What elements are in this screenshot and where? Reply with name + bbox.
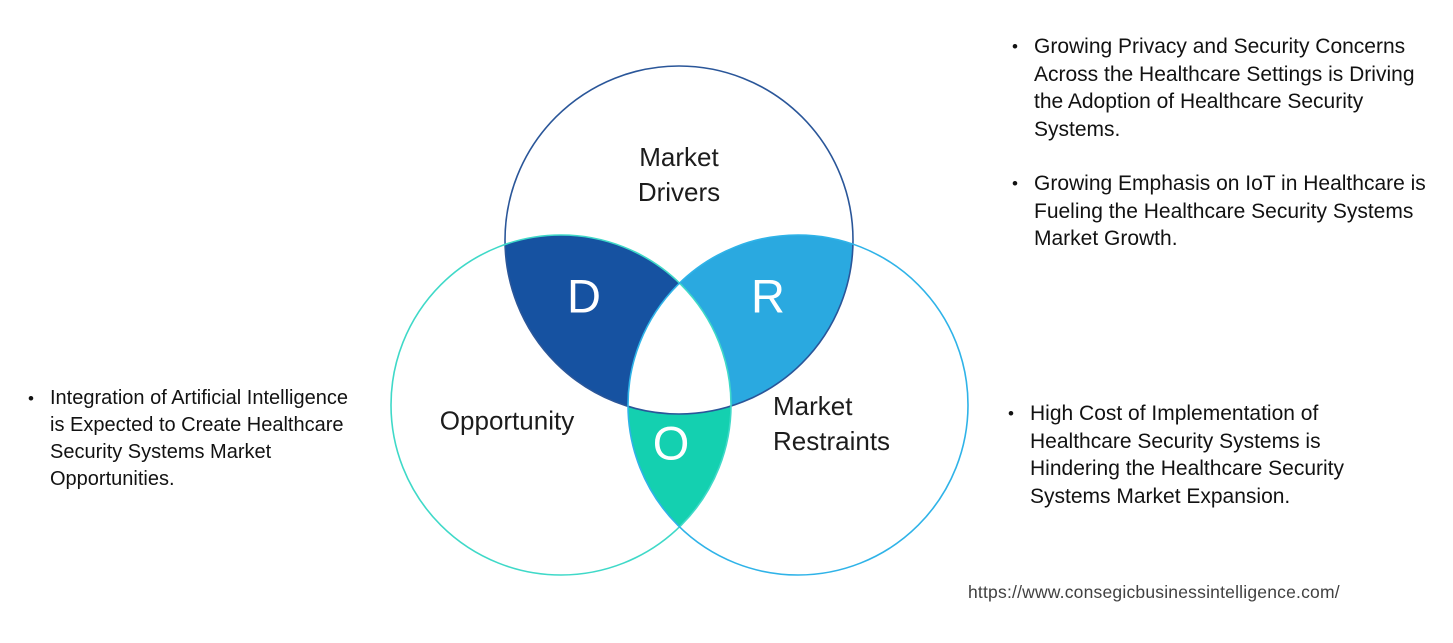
restraints-letter: R xyxy=(751,269,785,323)
drivers-label-line2: Drivers xyxy=(637,177,721,207)
restraints-circle xyxy=(627,234,969,576)
bullet-text: High Cost of Implementation of Healthcar… xyxy=(1030,402,1344,508)
opportunity-letter: O xyxy=(652,416,690,470)
opportunity-text-block: • Integration of Artificial Intelligence… xyxy=(28,385,364,493)
bullet-text: Growing Privacy and Security Concerns Ac… xyxy=(1034,35,1415,141)
restraints-label: Market Restraints xyxy=(773,389,890,459)
drivers-circle xyxy=(504,65,854,415)
source-url: https://www.consegicbusinessintelligence… xyxy=(968,582,1340,602)
restraints-label-line1: Market xyxy=(773,390,853,421)
drivers-text-block: • Growing Privacy and Security Concerns … xyxy=(1012,33,1438,253)
list-item: • High Cost of Implementation of Healthc… xyxy=(1008,400,1408,510)
bullet-icon: • xyxy=(28,389,34,408)
bullet-icon: • xyxy=(1008,404,1014,423)
bullet-text: Integration of Artificial Intelligence i… xyxy=(50,387,348,490)
bullet-icon: • xyxy=(1012,174,1018,193)
restraints-text-block: • High Cost of Implementation of Healthc… xyxy=(1008,400,1408,510)
list-item: • Integration of Artificial Intelligence… xyxy=(28,385,364,493)
opportunity-label: Opportunity xyxy=(439,405,575,436)
bullet-icon: • xyxy=(1012,37,1018,56)
list-item: • Growing Privacy and Security Concerns … xyxy=(1012,33,1438,143)
drivers-label-line1: Market xyxy=(639,141,719,172)
list-item: • Growing Emphasis on IoT in Healthcare … xyxy=(1012,170,1438,253)
restraints-label-line2: Restraints xyxy=(773,426,891,456)
drivers-letter: D xyxy=(567,269,601,323)
opportunity-circle xyxy=(390,234,732,576)
drivers-label: Market Drivers xyxy=(638,140,720,210)
bullet-text: Growing Emphasis on IoT in Healthcare is… xyxy=(1034,172,1426,250)
